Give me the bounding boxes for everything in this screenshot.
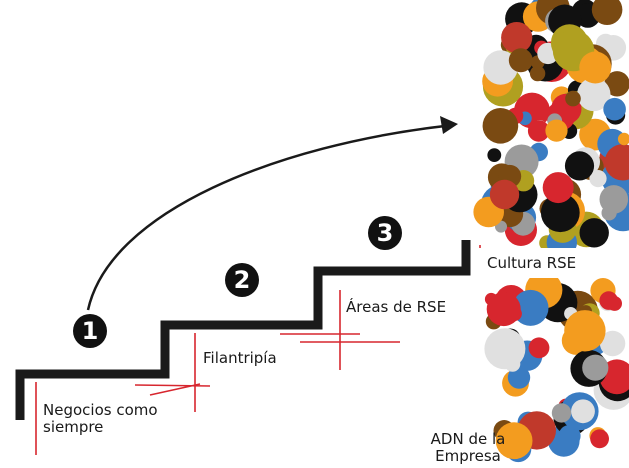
bubble bbox=[604, 71, 629, 97]
dna-label: ADN de la Empresa bbox=[430, 430, 506, 465]
bubble bbox=[528, 337, 550, 359]
progress-arrow bbox=[86, 124, 446, 311]
bubble bbox=[558, 424, 581, 447]
bubble bbox=[482, 108, 519, 144]
bubble bbox=[564, 310, 606, 352]
bubble bbox=[508, 48, 533, 73]
bubble bbox=[486, 292, 521, 327]
bubble bbox=[489, 179, 520, 210]
bubble bbox=[501, 21, 533, 54]
culture-label: Cultura RSE bbox=[487, 254, 577, 272]
bubble bbox=[487, 148, 502, 163]
step-number-1: 1 bbox=[73, 314, 107, 348]
bubble bbox=[571, 399, 595, 424]
bubble bbox=[599, 330, 626, 357]
bubble bbox=[564, 151, 595, 181]
bubble bbox=[495, 422, 533, 460]
bubble bbox=[599, 291, 618, 310]
bubble bbox=[504, 356, 521, 372]
bubble bbox=[551, 403, 572, 423]
step-label-1: Negocios como siempre bbox=[43, 401, 158, 436]
bubble bbox=[507, 366, 531, 389]
bubble bbox=[542, 172, 574, 204]
bubble bbox=[540, 193, 580, 233]
step-number-2: 2 bbox=[225, 263, 259, 297]
bubble bbox=[604, 144, 629, 181]
bubble bbox=[590, 429, 609, 449]
bubble bbox=[617, 132, 629, 146]
bubble bbox=[529, 65, 546, 82]
bubble-cluster bbox=[473, 0, 629, 463]
bubble bbox=[545, 119, 568, 142]
bubble bbox=[512, 289, 549, 326]
staircase-line bbox=[15, 240, 471, 420]
bubble bbox=[603, 97, 626, 121]
arrow-head bbox=[440, 116, 458, 134]
bubble bbox=[591, 0, 623, 25]
step-label-3: Áreas de RSE bbox=[346, 298, 447, 316]
bubble bbox=[579, 51, 612, 84]
bubble bbox=[589, 170, 607, 188]
bubble bbox=[582, 354, 609, 381]
step-number-3: 3 bbox=[368, 216, 402, 250]
bubble bbox=[565, 90, 581, 107]
bubble bbox=[579, 218, 609, 248]
step-label-2: Filantripía bbox=[203, 349, 277, 367]
bubble bbox=[577, 77, 611, 112]
label-band bbox=[478, 248, 629, 278]
bubble bbox=[527, 120, 550, 142]
bubble bbox=[599, 185, 629, 214]
